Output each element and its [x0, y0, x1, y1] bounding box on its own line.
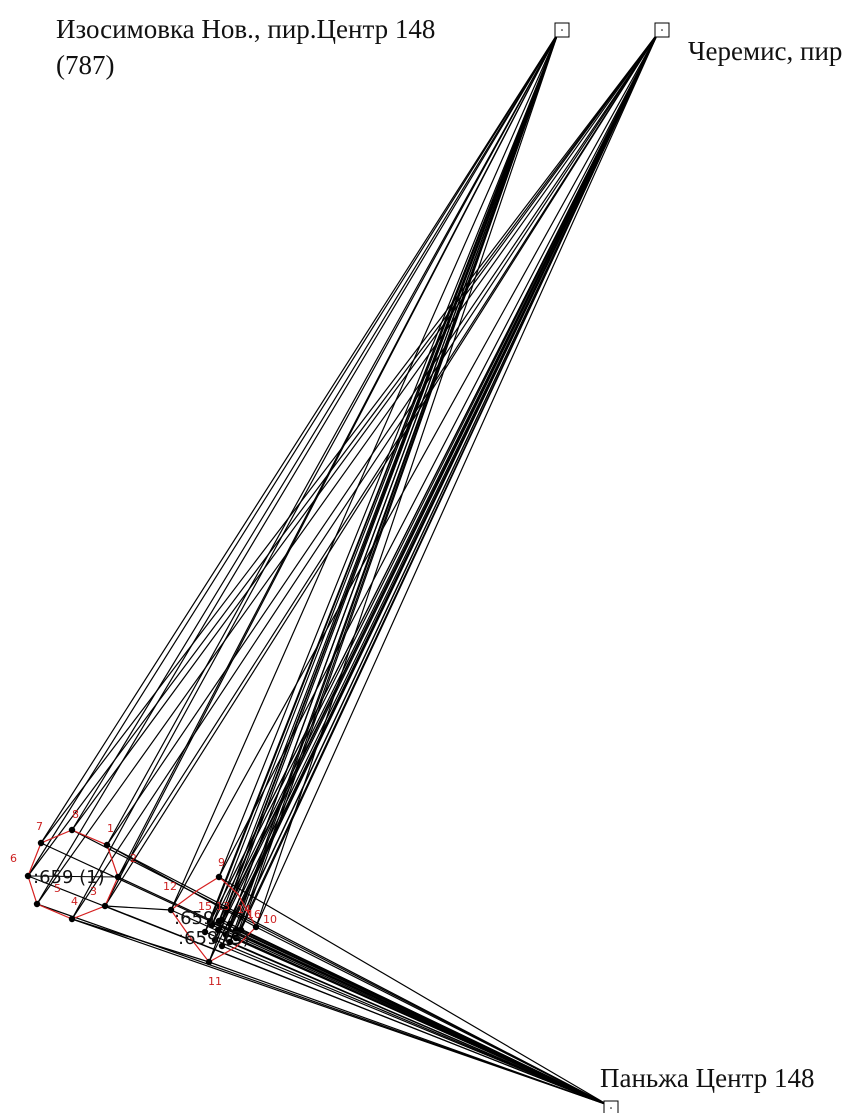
station-label-izosimovka-line1: Изосимовка Нов., пир.Центр 148 [56, 14, 435, 44]
station-marker-panzha [603, 1100, 619, 1113]
vertex-dot [215, 917, 223, 925]
station-label-cheremis: Черемис, пир [688, 36, 842, 66]
plot-1-vertex-label: 6 [10, 852, 17, 865]
plot-2-vertex-label: 14 [237, 903, 251, 916]
plot-2-vertex-label: 16 [247, 908, 261, 921]
sight-line-cheremis [36, 32, 659, 905]
vertex-dot [211, 936, 219, 944]
sight-line-izosimovka [170, 32, 559, 911]
vertex-dot [114, 873, 122, 881]
sight-line-izosimovka [27, 32, 559, 877]
sight-line-panzha [204, 931, 609, 1106]
plot-label-2: :659 [174, 908, 214, 929]
vertex-dot [208, 921, 216, 929]
sight-line-cheremis [71, 32, 659, 920]
sight-line-panzha [218, 876, 609, 1106]
vertex-dot [101, 902, 109, 910]
plot-connector [104, 905, 172, 911]
plot-2-vertex-label: 10 [263, 913, 277, 926]
plot-1-vertex-label: 5 [54, 882, 61, 895]
plot-1-vertex-label: 3 [90, 885, 97, 898]
sight-line-izosimovka [218, 32, 559, 878]
station-label-panzha: Паньжа Центр 148 [600, 1063, 814, 1093]
vertex-dot [237, 926, 245, 934]
vertex-dot [232, 926, 240, 934]
sight-line-cheremis [170, 32, 659, 911]
plot-2-vertex-label: 11 [208, 975, 222, 988]
vertex-dot [201, 928, 209, 936]
plot-connector [71, 918, 210, 963]
vertex-dot [226, 920, 234, 928]
vertex-dot [68, 915, 76, 923]
plot-1-inner-edge [27, 875, 119, 878]
sight-line-panzha [255, 926, 609, 1106]
sight-line-cheremis [218, 32, 659, 878]
plot-1-vertex-label: 2 [130, 852, 137, 865]
sight-line-panzha [221, 945, 609, 1106]
plot-1-vertex-label: 4 [71, 895, 78, 908]
plot-2-vertex-label: 15 [198, 900, 212, 913]
vertex-dot [215, 873, 223, 881]
vertex-dot [232, 934, 240, 942]
vertex-dots [24, 826, 260, 966]
sight-line-cheremis [240, 32, 659, 931]
sight-line-panzha [218, 920, 609, 1106]
vertex-dot [24, 872, 32, 880]
sight-line-izosimovka [218, 32, 559, 922]
vertex-dot [218, 942, 226, 950]
plot-2-vertex-label: 12 [163, 880, 177, 893]
plot-1-vertex-label: 8 [72, 808, 79, 821]
sight-line-izosimovka [40, 32, 559, 844]
plot-2-vertex-label: 13 [216, 900, 230, 913]
sight-line-izosimovka [71, 32, 559, 831]
sight-line-izosimovka [211, 32, 559, 926]
plot-1-vertex-label: 1 [107, 822, 114, 835]
vertex-dot [68, 826, 76, 834]
plot-1-vertex-label: 7 [36, 820, 43, 833]
sight-line-cheremis [229, 32, 659, 943]
plot-label-3: :659 (3) [178, 928, 250, 949]
sight-line-izosimovka [221, 32, 559, 947]
sight-line-panzha [208, 961, 609, 1106]
sight-line-izosimovka [240, 32, 559, 931]
sight-line-panzha [235, 937, 609, 1106]
sight-line-izosimovka [255, 32, 559, 928]
sight-line-izosimovka [229, 32, 559, 943]
vertex-dot [226, 938, 234, 946]
vertex-dot [222, 931, 230, 939]
vertex-dot [205, 958, 213, 966]
sight-line-cheremis [104, 32, 659, 907]
plot-connector [106, 844, 257, 928]
sight-line-izosimovka [36, 32, 559, 905]
sight-line-cheremis [106, 32, 659, 846]
station-marker-cheremis [654, 22, 670, 38]
plot-2-vertex-label: 9 [218, 856, 225, 869]
station-marker-izosimovka [554, 22, 570, 38]
vertex-dot [167, 906, 175, 914]
sight-line-cheremis [218, 32, 659, 922]
sight-line-cheremis [204, 32, 659, 933]
sight-line-izosimovka [106, 32, 559, 846]
vertex-dot [37, 839, 45, 847]
vertex-dot [214, 926, 222, 934]
vertex-dot [33, 900, 41, 908]
sight-line-cheremis [27, 32, 659, 877]
sight-line-panzha [27, 875, 609, 1106]
sight-line-cheremis [255, 32, 659, 928]
sight-line-izosimovka [204, 32, 559, 933]
sight-line-izosimovka [71, 32, 559, 920]
sight-line-cheremis [221, 32, 659, 947]
plot-label-1: :659 (1) [33, 867, 105, 888]
sight-line-cheremis [40, 32, 659, 844]
vertex-dot [103, 841, 111, 849]
sight-line-cheremis [71, 32, 659, 831]
station-label-izosimovka-line2: (787) [56, 50, 114, 80]
vertex-dot [252, 923, 260, 931]
sight-lines [27, 32, 659, 1106]
